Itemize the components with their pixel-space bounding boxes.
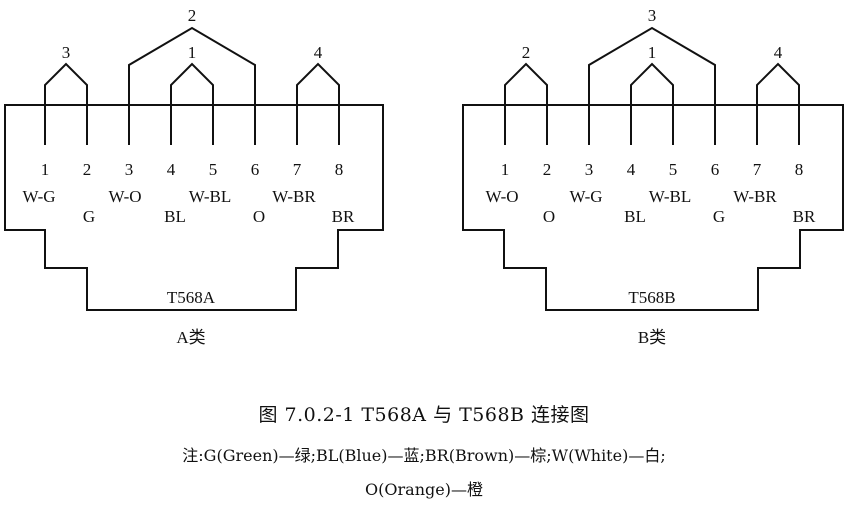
pair-label: 2 (188, 6, 197, 25)
note-line: 注:G(Green)—绿;BL(Blue)—蓝;BR(Brown)—棕;W(Wh… (182, 446, 666, 465)
pair-wire-3 (44, 62, 88, 145)
pair-wire-3 (588, 26, 716, 145)
wire-code: W-O (108, 187, 141, 206)
connector-outline (4, 104, 384, 311)
pair-wire-2 (504, 62, 548, 145)
note-line: O(Orange)—橙 (365, 480, 483, 499)
wire-code: BL (624, 207, 646, 226)
pin-number: 4 (627, 160, 636, 179)
wire-code: O (253, 207, 265, 226)
wire-code: O (543, 207, 555, 226)
wire-code: G (83, 207, 95, 226)
pin-number: 1 (501, 160, 510, 179)
wire-code: W-BL (649, 187, 692, 206)
wiring-diagram: 3 2 1 4 1 2 3 4 5 6 7 8 W-G G W-O BL W-B… (4, 6, 844, 347)
pair-label: 1 (648, 43, 657, 62)
pin-number: 6 (711, 160, 720, 179)
pair-wire-4 (296, 62, 340, 145)
wire-code: W-BR (733, 187, 777, 206)
pin-number: 3 (585, 160, 594, 179)
pin-number: 4 (167, 160, 176, 179)
pair-wire-2 (128, 26, 256, 145)
pair-label: 1 (188, 43, 197, 62)
connector-outline (462, 104, 844, 311)
pair-label: 3 (648, 6, 657, 25)
pin-number: 1 (41, 160, 50, 179)
wire-code: W-O (485, 187, 518, 206)
pin-number: 8 (795, 160, 804, 179)
wire-code: BR (793, 207, 816, 226)
pair-label: 3 (62, 43, 71, 62)
figure-caption: 图 7.0.2-1 T568A 与 T568B 连接图 (258, 404, 590, 426)
connector-t568a: 3 2 1 4 1 2 3 4 5 6 7 8 W-G G W-O BL W-B… (4, 6, 384, 347)
standard-label: T568B (628, 288, 675, 307)
pin-number: 5 (209, 160, 218, 179)
wire-code: W-G (569, 187, 602, 206)
pin-number: 3 (125, 160, 134, 179)
pair-label: 2 (522, 43, 531, 62)
pin-number: 6 (251, 160, 260, 179)
pair-label: 4 (774, 43, 783, 62)
wire-code: BL (164, 207, 186, 226)
wire-code: W-G (22, 187, 55, 206)
class-label: B类 (638, 328, 666, 347)
pin-number: 2 (543, 160, 552, 179)
wire-code: W-BR (272, 187, 316, 206)
pair-label: 4 (314, 43, 323, 62)
pin-number: 5 (669, 160, 678, 179)
wire-code: BR (332, 207, 355, 226)
pair-wire-1 (630, 62, 674, 145)
pair-wire-1 (170, 62, 214, 145)
class-label: A类 (176, 328, 205, 347)
pin-number: 8 (335, 160, 344, 179)
connector-t568b: 2 3 1 4 1 2 3 4 5 6 7 8 W-O O W-G BL W-B… (462, 6, 844, 347)
wire-code: W-BL (189, 187, 232, 206)
wire-code: G (713, 207, 725, 226)
pin-number: 2 (83, 160, 92, 179)
pin-number: 7 (753, 160, 762, 179)
pin-number: 7 (293, 160, 302, 179)
standard-label: T568A (167, 288, 216, 307)
pair-wire-4 (756, 62, 800, 145)
